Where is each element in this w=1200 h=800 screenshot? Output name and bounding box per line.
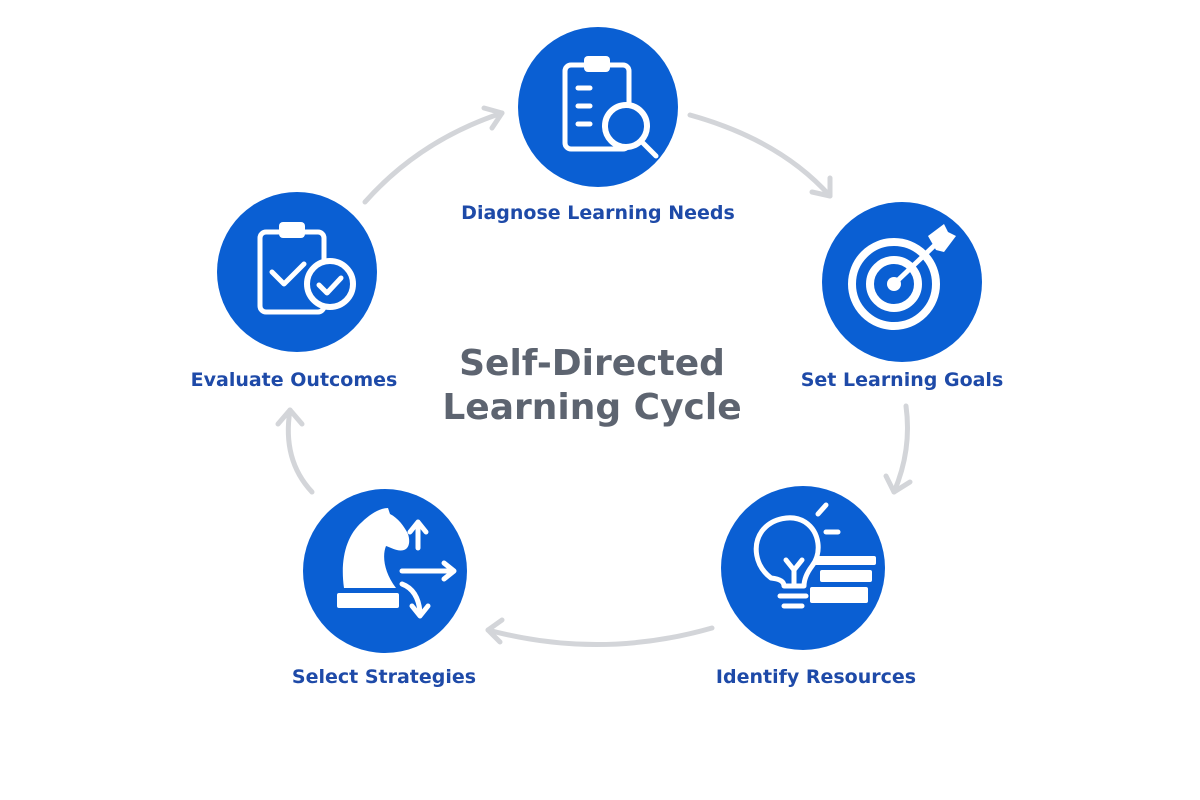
step-label: Identify Resources [716,666,916,688]
step-node [518,27,678,187]
arrow-strategies-to-evaluate-head [275,407,305,427]
step-select-strategies: Select Strategies [292,489,476,688]
step-label: Evaluate Outcomes [191,369,398,391]
step-set-learning-goals: Set Learning Goals [801,202,1004,391]
target-arrow-icon [848,224,956,330]
cycle-title: Self-Directed Learning Cycle [442,343,741,428]
arrow-resources-to-strategies [485,625,715,647]
arrow-diagnose-to-goals [687,112,833,199]
step-label: Select Strategies [292,666,476,688]
step-label: Diagnose Learning Needs [461,202,735,224]
arrow-evaluate-to-diagnose-head [481,105,505,131]
clipboard-search-icon [562,56,659,159]
lightbulb-books-icon [753,502,876,609]
step-node [822,202,982,362]
step-label: Set Learning Goals [801,369,1004,391]
clipboard-check-icon [257,222,356,315]
step-evaluate-outcomes: Evaluate Outcomes [191,192,398,391]
arrow-goals-to-resources-head [883,473,913,495]
step-identify-resources: Identify Resources [716,486,916,688]
step-diagnose-learning-needs: Diagnose Learning Needs [461,27,735,224]
title-line-2: Learning Cycle [442,387,741,428]
arrow-evaluate-to-diagnose [362,110,505,205]
arrow-goals-to-resources [891,403,910,495]
cycle-arrows [275,105,913,647]
arrow-diagnose-to-goals-head [809,175,833,199]
arrow-strategies-to-evaluate [285,407,315,495]
chess-knight-arrows-icon [337,508,457,619]
title-line-1: Self-Directed [459,343,725,384]
arrow-resources-to-strategies-head [485,617,505,645]
step-node [721,486,885,650]
